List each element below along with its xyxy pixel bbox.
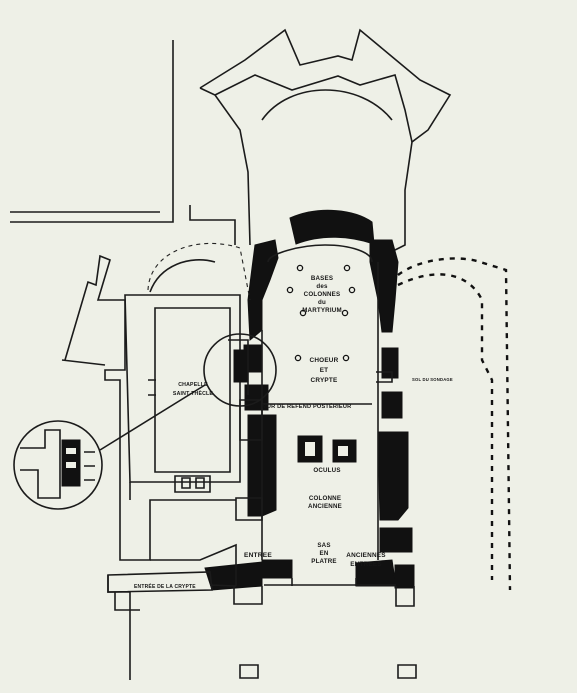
label-sas: SAS (317, 542, 330, 549)
crypt-entrance (107, 571, 417, 680)
label-colonne: COLONNE (309, 495, 341, 502)
label-entrees: ENTREES (350, 561, 382, 568)
label-platre: PLATRE (311, 558, 337, 565)
apse-outline (10, 28, 452, 251)
label-bases-des: des (316, 283, 328, 290)
label-choeur: CHOEUR (310, 357, 339, 364)
interior-lines (233, 244, 415, 607)
column-bases (286, 264, 356, 362)
label-sondage: SOL DU SONDAGE (412, 377, 453, 382)
chapel-saint-thecle (61, 254, 241, 586)
label-entree: ENTREE (244, 552, 272, 559)
label-entree-crypte: ENTRÉE DE LA CRYPTE (134, 582, 196, 590)
label-bases: BASES (311, 275, 333, 282)
label-oculus: OCULUS (313, 467, 340, 474)
label-crypte: CRYPTE (311, 377, 338, 384)
label-et: ET (320, 367, 329, 374)
label-saint-thecle: SAINT-THÈCLE (173, 389, 213, 397)
label-chapelle: CHAPELLE (178, 382, 208, 388)
label-sas-en: EN (320, 550, 329, 557)
label-martyrium: MARTYRIUM (302, 307, 342, 314)
detail-magnifier (13, 333, 277, 510)
main-walls (204, 209, 415, 591)
label-mur-de-refend: MUR DE REFEND POSTÉRIEUR (262, 402, 351, 410)
label-du: du (318, 299, 326, 306)
plan-labels: BASES des COLONNES du MARTYRIUM CHOEUR E… (134, 275, 453, 590)
dashed-arcs (147, 242, 512, 591)
label-colonnes: COLONNES (304, 291, 341, 298)
label-anciennes: ANCIENNES (346, 552, 386, 559)
label-ancienne: ANCIENNE (308, 503, 342, 510)
